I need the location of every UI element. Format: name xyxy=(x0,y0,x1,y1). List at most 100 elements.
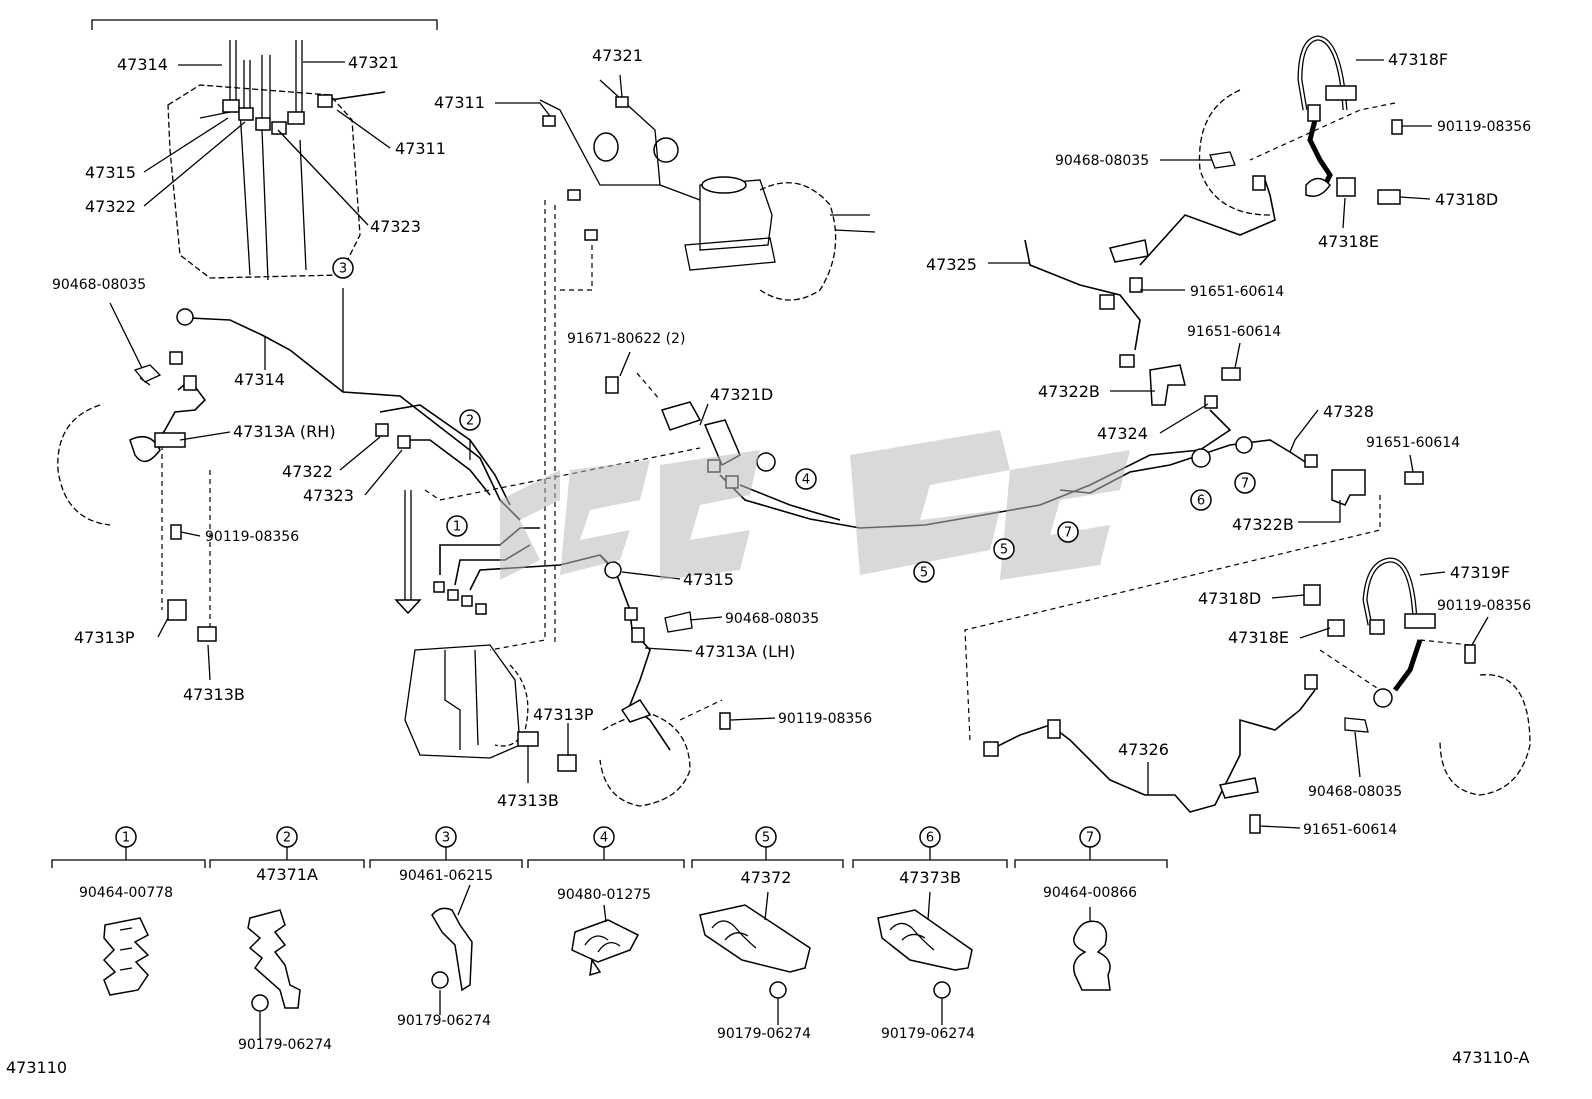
part-label: 47325 xyxy=(926,255,977,274)
callout-circles: 3 2 1 4 5 5 7 6 7 xyxy=(332,257,1256,583)
part-label: 47324 xyxy=(1097,424,1148,443)
legend-sub-label: 90179-06274 xyxy=(397,1013,491,1029)
part-label: 47315 xyxy=(85,163,136,182)
legend-part-label: 47371A xyxy=(256,865,318,884)
callout-circle xyxy=(446,515,468,537)
part-label: 91651-60614 xyxy=(1187,324,1281,340)
legend-part-label: 47373B xyxy=(899,868,961,887)
callout-7: 7 xyxy=(1057,521,1079,543)
callout-circle xyxy=(459,409,481,431)
part-label: 47322B xyxy=(1038,382,1100,401)
callout-2: 2 xyxy=(459,409,481,431)
callout-4: 4 xyxy=(795,468,817,490)
legend-callout-number: 2 xyxy=(283,831,291,846)
legend-part-label: 47372 xyxy=(741,868,792,887)
legend-callout-circle xyxy=(1079,826,1101,848)
part-label: 47318E xyxy=(1318,232,1379,251)
leader-lines xyxy=(109,59,1489,829)
dashed-guides xyxy=(161,102,1471,741)
legend-callout-circle xyxy=(276,826,298,848)
callout-circle xyxy=(913,561,935,583)
part-label: 90468-08035 xyxy=(1055,153,1149,169)
callout-number: 1 xyxy=(453,520,461,535)
legend-callout-number: 1 xyxy=(122,831,130,846)
callout-5: 5 xyxy=(913,561,935,583)
part-label: 91671-80622 (2) xyxy=(567,331,685,347)
callout-number: 5 xyxy=(920,566,928,581)
legend-callout-number: 4 xyxy=(600,831,608,846)
figure-code-right: 473110-A xyxy=(1452,1048,1530,1067)
clip-5-graphic xyxy=(699,891,811,1025)
part-label: 47321 xyxy=(348,53,399,72)
legend-part-label: 90461-06215 xyxy=(399,868,493,884)
part-label: 90468-08035 xyxy=(725,611,819,627)
callout-number: 2 xyxy=(466,414,474,429)
legend-labels: 190464-00778247371A90179-06274390461-062… xyxy=(79,826,1137,1053)
part-label: 47313B xyxy=(497,791,559,810)
part-label: 47318E xyxy=(1228,628,1289,647)
part-label: 47313P xyxy=(74,628,135,647)
part-label: 47311 xyxy=(395,139,446,158)
part-label: 90119-08356 xyxy=(205,529,299,545)
clip-6-graphic xyxy=(877,891,973,1025)
part-label: 47328 xyxy=(1323,402,1374,421)
part-label: 47313P xyxy=(533,705,594,724)
part-label: 47322 xyxy=(282,462,333,481)
part-label: 91651-60614 xyxy=(1366,435,1460,451)
clip-3-graphic xyxy=(431,884,473,1015)
legend-callout-circle xyxy=(435,826,457,848)
part-label: 47314 xyxy=(117,55,168,74)
part-label: 47322B xyxy=(1232,515,1294,534)
master-cylinder xyxy=(539,79,876,301)
legend-callout-circle xyxy=(919,826,941,848)
part-label: 47326 xyxy=(1118,740,1169,759)
part-label: 47314 xyxy=(234,370,285,389)
clip-1-graphic xyxy=(102,917,150,996)
part-label: 47318D xyxy=(1198,589,1261,608)
part-label: 91651-60614 xyxy=(1190,284,1284,300)
part-label: 47322 xyxy=(85,197,136,216)
callout-1: 1 xyxy=(446,515,468,537)
part-label: 47323 xyxy=(303,486,354,505)
part-label: 47319F xyxy=(1450,563,1510,582)
legend-part-label: 90480-01275 xyxy=(557,887,651,903)
callout-5: 5 xyxy=(993,538,1015,560)
callout-number: 7 xyxy=(1064,526,1072,541)
part-label: 47313B xyxy=(183,685,245,704)
callout-number: 6 xyxy=(1197,494,1205,509)
callout-number: 5 xyxy=(1000,543,1008,558)
callout-number: 3 xyxy=(339,262,347,277)
figure-code-left: 473110 xyxy=(6,1058,67,1077)
detail-bracket xyxy=(91,19,438,30)
legend-callout-number: 7 xyxy=(1086,831,1094,846)
legend-part-label: 90464-00778 xyxy=(79,885,173,901)
part-label: 90119-08356 xyxy=(778,711,872,727)
wheel-outlines xyxy=(57,89,1531,807)
legend-part-label: 90464-00866 xyxy=(1043,885,1137,901)
callout-7: 7 xyxy=(1234,472,1256,494)
legend-callout-circle xyxy=(593,826,615,848)
part-label: 47321D xyxy=(710,385,773,404)
part-label: 47318D xyxy=(1435,190,1498,209)
legend-section xyxy=(51,847,1168,1040)
callout-number: 7 xyxy=(1241,477,1249,492)
part-label: 47311 xyxy=(434,93,485,112)
part-label: 90468-08035 xyxy=(52,277,146,293)
fittings xyxy=(129,85,1476,834)
part-label: 47318F xyxy=(1388,50,1448,69)
abs-unit xyxy=(394,490,529,759)
legend-callout-number: 5 xyxy=(762,831,770,846)
abs-actuator-detail xyxy=(167,40,386,281)
legend-callout-number: 6 xyxy=(926,831,934,846)
part-label: 90119-08356 xyxy=(1437,598,1531,614)
clip-7-graphic xyxy=(1073,907,1111,991)
callout-circle xyxy=(1057,521,1079,543)
legend-sub-label: 90179-06274 xyxy=(717,1026,811,1042)
legend-sub-label: 90179-06274 xyxy=(881,1026,975,1042)
callout-circle xyxy=(1234,472,1256,494)
clip-2-graphic xyxy=(247,909,301,1040)
part-label: 47321 xyxy=(592,46,643,65)
watermark xyxy=(500,430,1130,580)
